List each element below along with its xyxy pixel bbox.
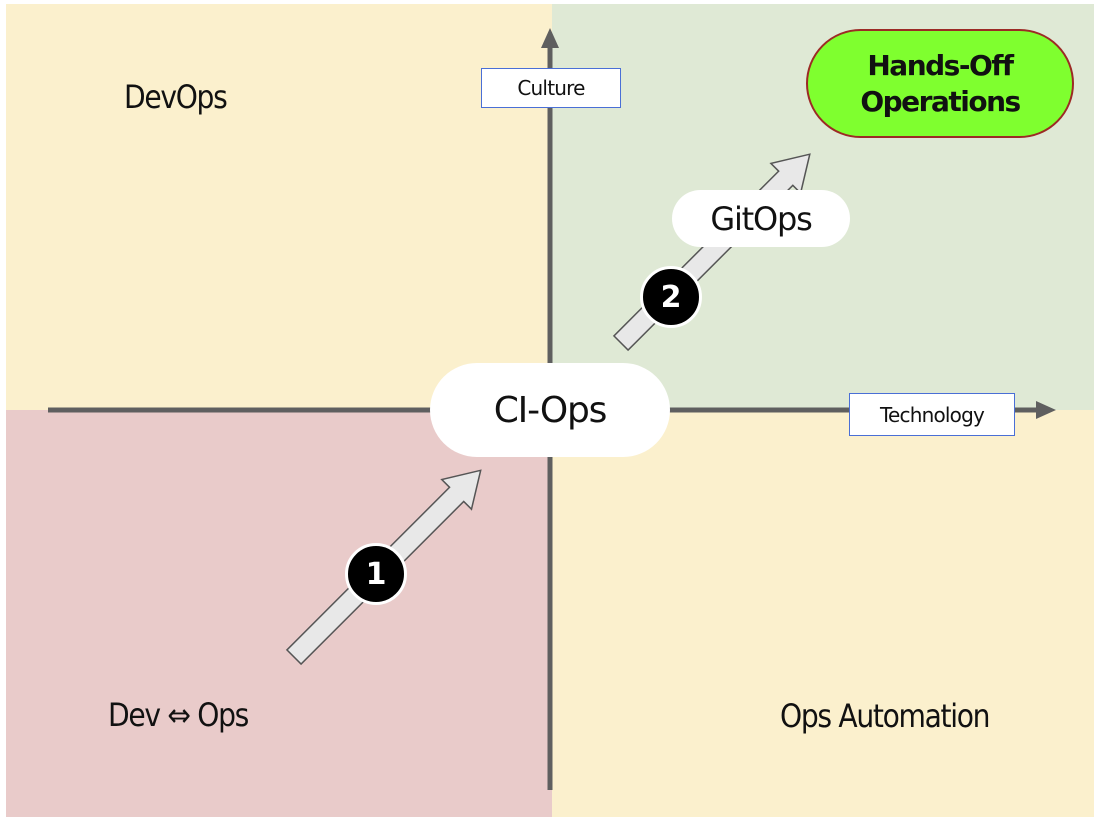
label-ops-automation: Ops Automation (780, 697, 991, 735)
step-arrow-2 (612, 153, 811, 352)
gitops-node: GitOps (672, 190, 850, 247)
technology-axis-label: Technology (849, 393, 1015, 436)
hands-off-operations-node: Hands-Off Operations (806, 29, 1074, 138)
quadrant-ops-automation (552, 410, 1094, 817)
label-devops: DevOps (124, 78, 228, 116)
horizontal-axis-arrowhead (1036, 401, 1056, 419)
ci-ops-node: CI-Ops (430, 363, 670, 457)
hands-off-line1: Hands-Off (867, 48, 1014, 82)
vertical-axis-arrowhead (541, 28, 559, 48)
quadrant-devops (6, 4, 552, 410)
culture-axis-label: Culture (481, 68, 621, 108)
step-badge-1: 1 (345, 543, 407, 605)
step-badge-2: 2 (640, 266, 702, 328)
label-dev-ops: Dev ⇔ Ops (108, 696, 249, 734)
hands-off-line2: Operations (860, 84, 1021, 118)
